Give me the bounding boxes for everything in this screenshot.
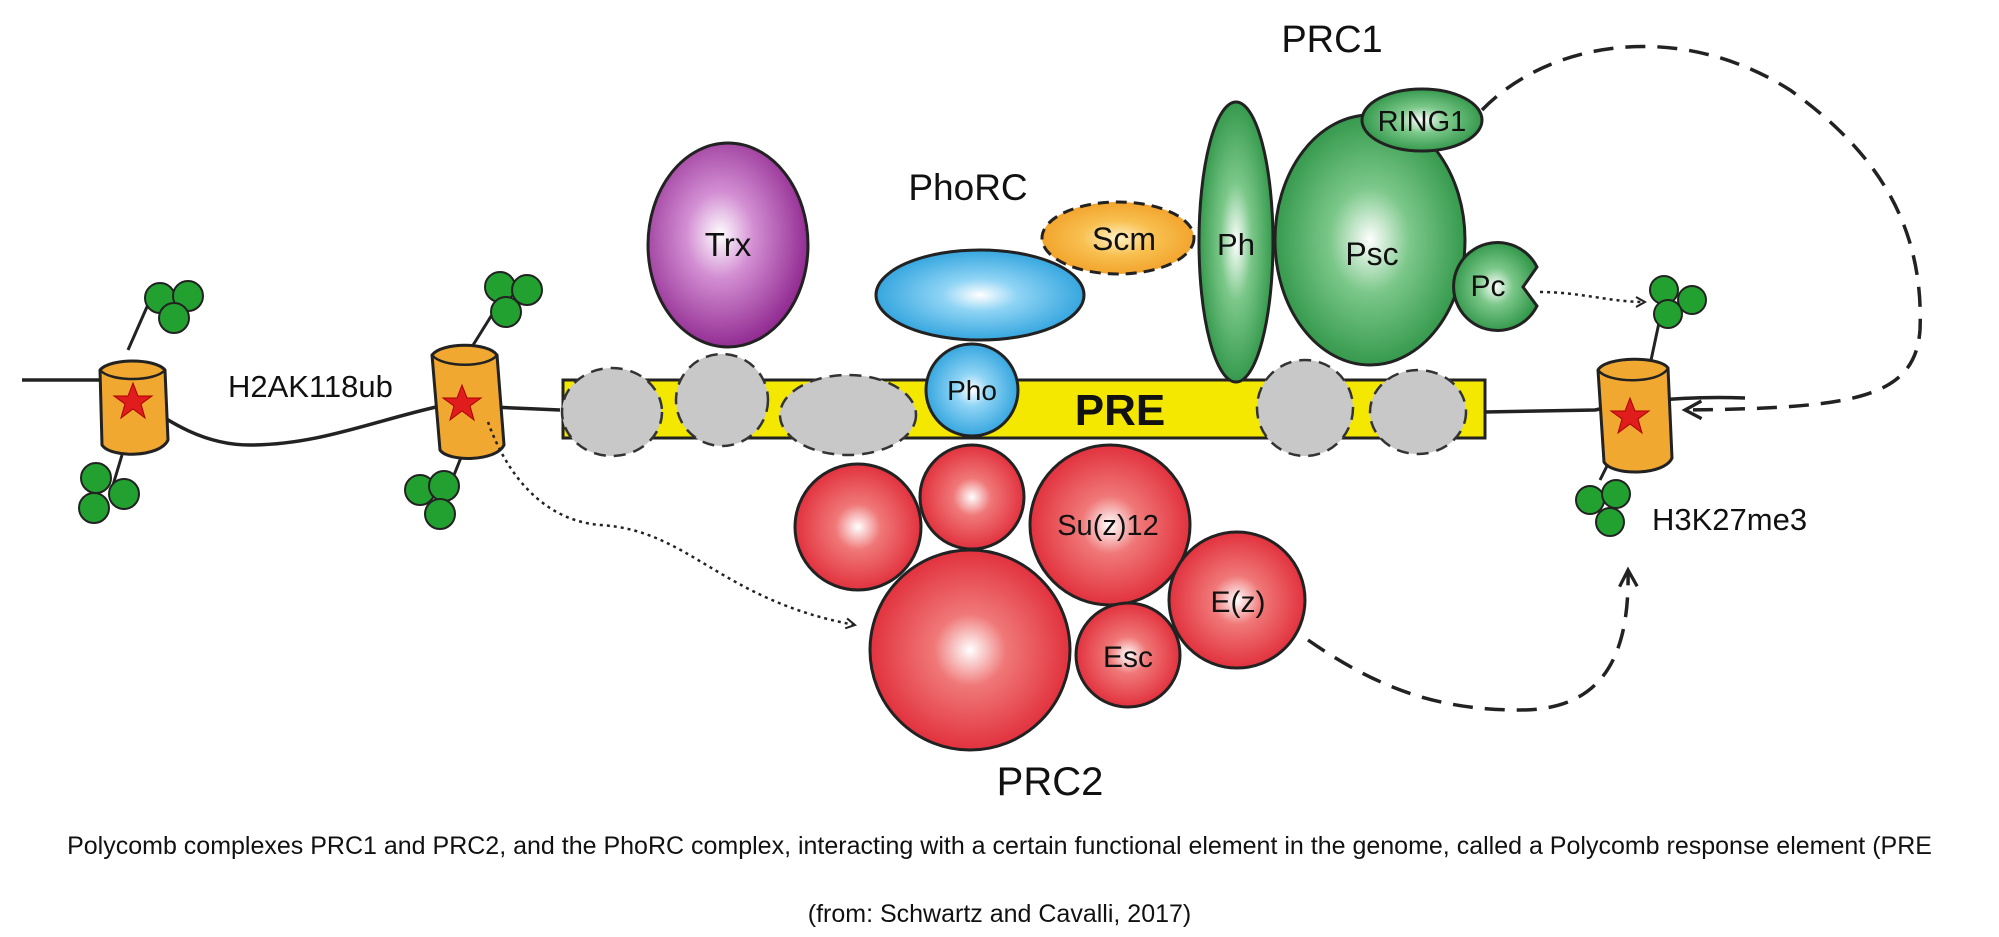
figure-source: (from: Schwartz and Cavalli, 2017) [807, 900, 1192, 928]
scm-label: Scm [1092, 221, 1156, 257]
grey-nucleosome [674, 352, 770, 448]
prc2-subunit [918, 443, 1026, 551]
nucleosome-right [1575, 275, 1707, 537]
pc-label: Pc [1470, 270, 1505, 303]
ph-label: Ph [1217, 227, 1255, 262]
scm-protein [1040, 200, 1196, 276]
ph-protein [1197, 100, 1275, 384]
ring1-label: RING1 [1378, 106, 1467, 138]
prc2-core-subunit [868, 548, 1072, 752]
suz12-label: Su(z)12 [1057, 510, 1159, 542]
psc-label: Psc [1345, 236, 1398, 272]
prc2-subunit [793, 462, 923, 592]
h2ak118ub-label: H2AK118ub [228, 369, 393, 404]
prc2-label: PRC2 [997, 760, 1104, 804]
grey-nucleosome [1255, 358, 1355, 458]
ring1-to-nucleosome-dashed-arrow [1480, 44, 1922, 410]
grey-nucleosome [1368, 368, 1468, 456]
ez-protein [1167, 530, 1307, 670]
ez-to-h3k27me3-dashed-arrow [1307, 570, 1628, 712]
nucleosome-left-2 [404, 271, 543, 530]
nucleosome-left-1 [78, 280, 204, 524]
esc-protein [1074, 601, 1182, 709]
ub-to-prc2-dotted-arrow [486, 421, 855, 625]
methyl-star [1609, 396, 1651, 435]
figure-caption: Polycomb complexes PRC1 and PRC2, and th… [67, 832, 1932, 860]
h3k27me3-label: H3K27me3 [1652, 502, 1807, 537]
esc-label: Esc [1103, 641, 1153, 674]
ubiquitin-cluster [1575, 275, 1707, 537]
grey-nucleosome [560, 366, 664, 458]
ubiquitin-cluster [78, 280, 204, 524]
trx-label: Trx [705, 226, 752, 263]
pc-to-h3k27me3-dotted-arrow [1539, 290, 1645, 302]
prc1-label: PRC1 [1281, 19, 1382, 61]
trx-protein [646, 141, 810, 349]
pho-label: Pho [947, 375, 997, 406]
ring1-protein [1360, 87, 1484, 153]
polycomb-diagram: PRE H2AK118ub [22, 19, 1922, 804]
pre-label: PRE [1075, 386, 1165, 435]
methyl-star [112, 381, 154, 420]
grey-nucleosome [778, 373, 918, 457]
pre-nucleosomes [560, 352, 1468, 458]
pc-protein [1452, 241, 1539, 332]
phorc-label: PhoRC [908, 167, 1027, 208]
methyl-star [441, 383, 483, 422]
phorc-protein [874, 248, 1086, 342]
ubiquitin-cluster [404, 271, 543, 530]
ez-label: E(z) [1211, 586, 1266, 619]
prc2-complex [793, 443, 1307, 752]
pho-protein [924, 342, 1020, 438]
